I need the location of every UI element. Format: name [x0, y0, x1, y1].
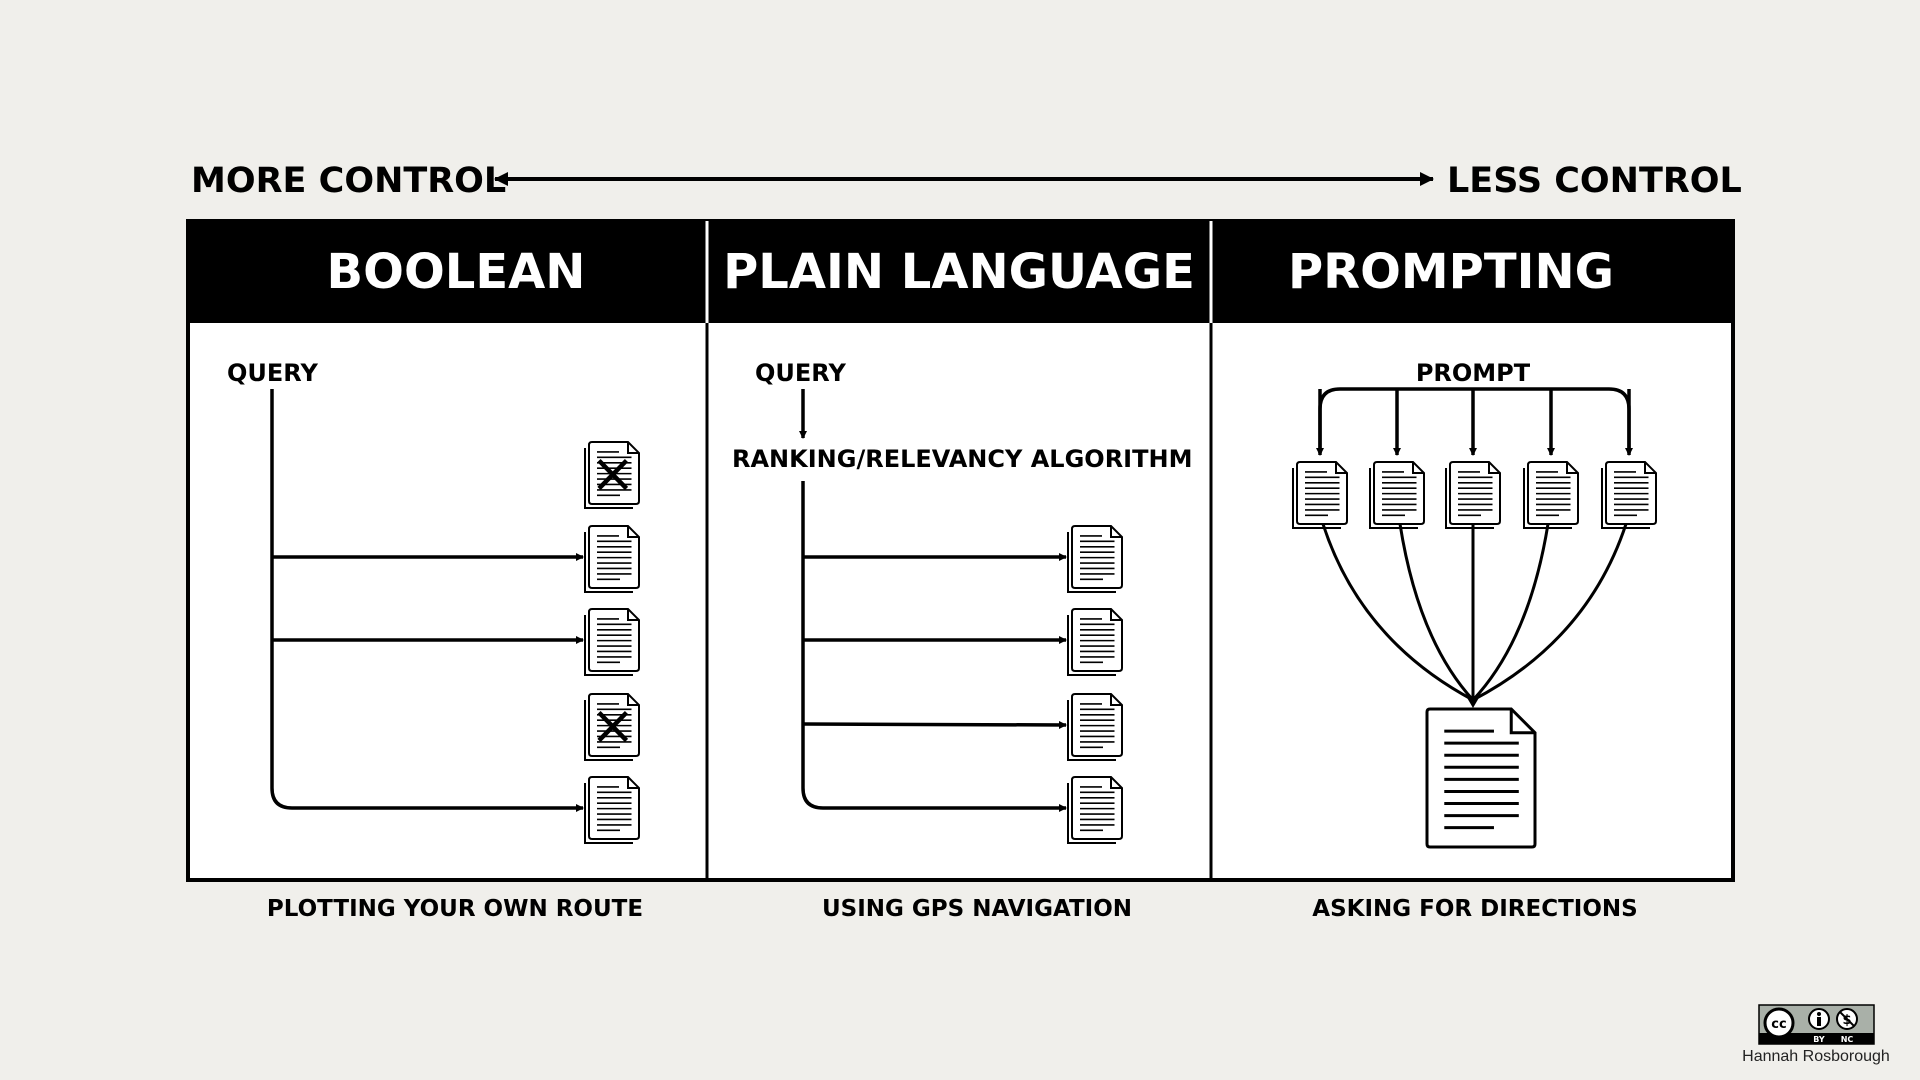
output-document-icon	[1425, 707, 1537, 849]
result-arrow	[802, 720, 1067, 729]
query-path	[270, 389, 584, 812]
prompt-label: PROMPT	[1416, 359, 1531, 387]
cc-by-nc-badge: cc $ BY NC	[1758, 1004, 1875, 1045]
cc-icon	[1763, 1007, 1795, 1039]
nc-label: NC	[1841, 1035, 1854, 1044]
synthesis-line	[1472, 523, 1628, 702]
document-icon	[584, 525, 640, 593]
excluded-document-icon	[584, 693, 640, 761]
prompting-panel: PROMPT	[1292, 359, 1657, 849]
panel-title-prompting: PROMPTING	[1288, 244, 1614, 300]
excluded-document-icon	[584, 441, 640, 509]
document-icon	[1445, 461, 1501, 529]
ranking-path	[801, 481, 1067, 812]
caption-boolean: PLOTTING YOUR OWN ROUTE	[267, 896, 643, 922]
synthesis-line	[1398, 523, 1475, 702]
panel-title-plain-language: PLAIN LANGUAGE	[723, 244, 1195, 300]
svg-text:cc: cc	[1771, 1017, 1786, 1032]
document-icon	[1369, 461, 1425, 529]
more-control-label: MORE CONTROL	[191, 161, 506, 201]
document-icon	[1067, 525, 1123, 593]
header-band	[188, 221, 1733, 323]
document-icon	[584, 776, 640, 844]
plain-language-panel: QUERY RANKING/RELEVANCY ALGORITHM	[732, 359, 1192, 844]
less-control-label: LESS CONTROL	[1447, 161, 1742, 201]
document-icon	[1601, 461, 1657, 529]
caption-plain-language: USING GPS NAVIGATION	[822, 896, 1132, 922]
query-label: QUERY	[227, 359, 318, 387]
document-icon	[1067, 776, 1123, 844]
caption-prompting: ASKING FOR DIRECTIONS	[1312, 896, 1637, 922]
document-icon	[584, 608, 640, 676]
synthesis-arrowhead	[1466, 696, 1480, 708]
synthesis-line	[1321, 523, 1474, 702]
synthesis-line	[1471, 523, 1550, 702]
boolean-panel: QUERY	[227, 359, 640, 844]
document-icon	[1067, 608, 1123, 676]
document-icon	[1292, 461, 1348, 529]
author-credit: Hannah Rosborough	[1742, 1048, 1890, 1065]
svg-text:$: $	[1842, 1013, 1851, 1028]
panel-title-boolean: BOOLEAN	[327, 244, 586, 300]
document-icon	[1523, 461, 1579, 529]
algorithm-label: RANKING/RELEVANCY ALGORITHM	[732, 445, 1192, 473]
query-label: QUERY	[755, 359, 846, 387]
by-label: BY	[1813, 1035, 1825, 1044]
document-icon	[1067, 693, 1123, 761]
